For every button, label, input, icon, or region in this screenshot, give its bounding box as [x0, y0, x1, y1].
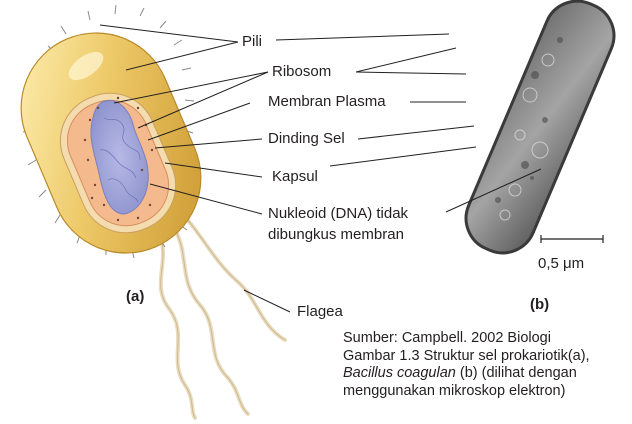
caption-line-3-rest: (b) (dilihat dengan — [455, 365, 577, 381]
scale-bar — [540, 235, 604, 243]
caption-line-3: Bacillus coagulan (b) (dilihat dengan — [343, 365, 590, 383]
leader-lines — [99, 24, 542, 313]
label-membran-plasma: Membran Plasma — [268, 93, 386, 110]
panel-label-a: (a) — [126, 288, 145, 305]
caption-line-1: Sumber: Campbell. 2002 Biologi — [343, 330, 551, 346]
label-nukleoid-line2: dibungkus membran — [268, 226, 404, 243]
flagella-icon — [158, 216, 287, 420]
figure-caption: Sumber: Campbell. 2002 Biologi Gambar 1.… — [343, 330, 590, 400]
label-kapsul: Kapsul — [272, 168, 318, 185]
prokaryote-cell-illustration — [20, 4, 287, 420]
label-nukleoid-line1: Nukleoid (DNA) tidak — [268, 205, 409, 222]
label-ribosom: Ribosom — [272, 63, 332, 80]
caption-line-4: menggunakan mikroskop elektron) — [343, 382, 566, 399]
scale-bar-label: 0,5 μm — [538, 255, 585, 272]
ribosome-dots — [83, 96, 154, 222]
caption-species-name: Bacillus coagulan — [343, 365, 456, 381]
panel-label-b: (b) — [530, 296, 550, 313]
label-flagea: Flagea — [297, 303, 343, 320]
electron-micrograph — [464, 0, 616, 255]
nucleoid-icon — [90, 100, 149, 215]
label-pili: Pili — [242, 33, 263, 50]
caption-line-2: Gambar 1.3 Struktur sel prokariotik(a), — [343, 347, 590, 364]
label-dinding-sel: Dinding Sel — [268, 130, 345, 147]
